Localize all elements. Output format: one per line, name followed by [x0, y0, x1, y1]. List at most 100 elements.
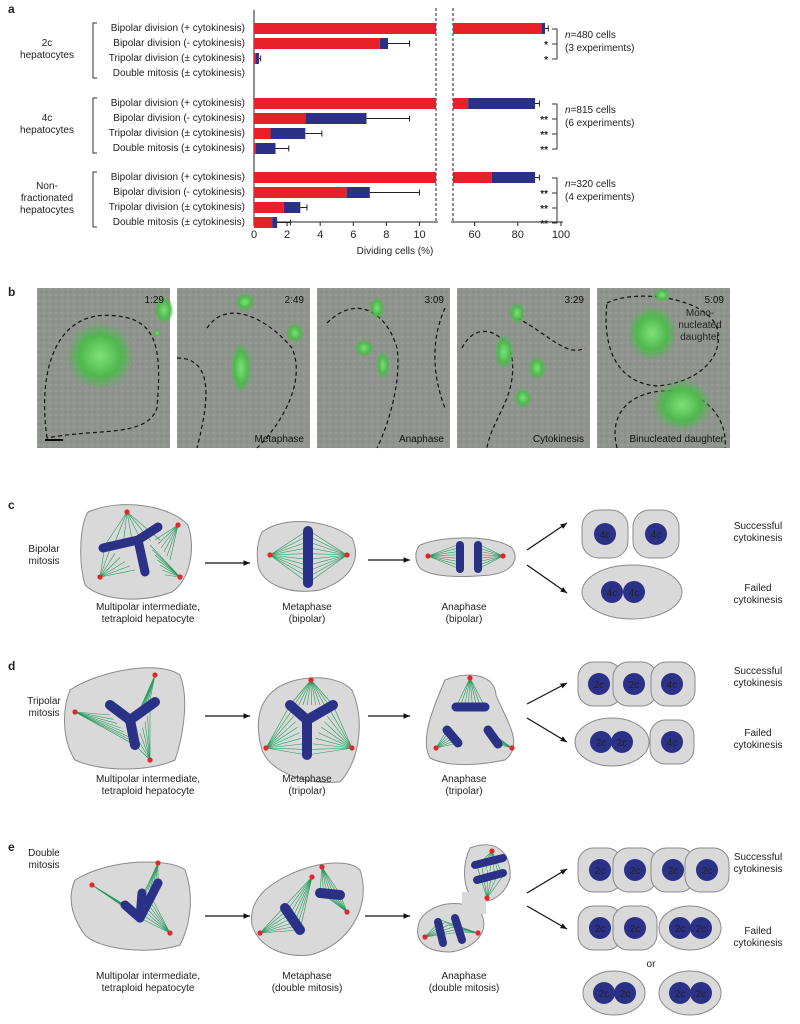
- spindle-fiber: [310, 679, 325, 706]
- spindle-fiber: [326, 715, 353, 749]
- ploidy-label: 4c: [607, 588, 618, 599]
- bar-segment: [453, 98, 469, 109]
- spindle-fiber: [321, 866, 341, 895]
- row-label: Bipolar division (- cytokinesis): [113, 38, 245, 49]
- bar-segment: [254, 113, 306, 124]
- x-tick-label: 0: [251, 229, 257, 241]
- spindle-fiber: [309, 747, 353, 750]
- spindle-fiber: [259, 929, 301, 934]
- spindle-pole: [175, 522, 181, 528]
- frame-caption: Anaphase: [399, 434, 444, 445]
- chromosome-bar: [98, 535, 143, 553]
- ploidy-label: 2c: [630, 866, 641, 877]
- spindle-fiber: [269, 554, 309, 584]
- nucleus: [696, 859, 718, 881]
- gfp-nucleus: [235, 293, 255, 311]
- spindle-fiber: [307, 541, 348, 556]
- nucleus: [623, 673, 645, 695]
- bar-segment: [270, 128, 306, 139]
- spindle-fiber: [99, 553, 116, 578]
- row-label: Bipolar division (- cytokinesis): [113, 187, 245, 198]
- spindle-fiber: [321, 866, 331, 894]
- gfp-nucleus: [653, 288, 671, 302]
- spindle-fiber: [455, 677, 471, 708]
- spindle-fiber: [259, 917, 293, 934]
- stage-caption: Multipolar intermediate,tetraploid hepat…: [96, 774, 200, 797]
- sig-bracket: [552, 177, 558, 224]
- spindle-pole: [155, 860, 161, 866]
- chromosome-bar: [483, 725, 503, 749]
- arrow-shaft: [526, 905, 568, 930]
- spindle-fiber: [259, 921, 296, 934]
- x-tick-label: 4: [317, 229, 323, 241]
- nucleus: [662, 859, 684, 881]
- arrow-head: [560, 587, 567, 593]
- spindle-fiber: [427, 554, 461, 557]
- spindle-fiber: [307, 529, 348, 556]
- chromosome-bar: [135, 878, 163, 923]
- spindle-fiber: [265, 710, 293, 749]
- nucleus: [611, 731, 633, 753]
- gfp-nucleus: [154, 296, 174, 324]
- spindle-fiber: [157, 524, 179, 545]
- gfp-nucleus: [369, 297, 385, 319]
- significance-stars: **: [540, 204, 548, 215]
- ploidy-label: 2c: [675, 924, 686, 935]
- spindle-fiber: [269, 554, 309, 560]
- spindle-fiber: [477, 550, 504, 557]
- ploidy-label: 2c: [696, 989, 707, 1000]
- arrow-head: [560, 523, 567, 529]
- group-bracket: [92, 22, 97, 79]
- ploidy-label: 4c: [667, 680, 678, 691]
- spindle-pole: [257, 930, 263, 936]
- nucleus: [669, 917, 691, 939]
- spindle-fiber: [468, 677, 471, 708]
- spindle-pole: [344, 552, 350, 558]
- x-tick-label: 8: [383, 229, 389, 241]
- spindle-fiber: [321, 726, 353, 749]
- x-tick-label: 2: [284, 229, 290, 241]
- bar-segment: [255, 143, 276, 154]
- timestamp: 3:29: [565, 295, 585, 306]
- spindle-pole: [433, 745, 439, 751]
- spindle-fiber: [74, 711, 136, 746]
- spindle-fiber: [99, 549, 111, 578]
- spindle-fiber: [307, 535, 348, 556]
- row-label: Tripolar division (± cytokinesis): [109, 202, 245, 213]
- panel-d-letter: d: [8, 659, 15, 673]
- n-annotation: n=815 cells: [565, 105, 616, 116]
- spindle-fiber: [144, 906, 171, 934]
- panel-b-letter: b: [8, 285, 15, 299]
- micrograph-frame: 1:29: [37, 288, 174, 448]
- gfp-nucleus: [66, 322, 134, 390]
- spindle-pole: [152, 672, 158, 678]
- cell: [425, 674, 515, 766]
- spindle-fiber: [329, 710, 353, 749]
- timestamp: 5:09: [705, 295, 725, 306]
- bar-segment: [255, 53, 259, 64]
- spindle-fiber: [146, 902, 171, 934]
- spindle-pole: [72, 709, 78, 715]
- gfp-nucleus: [230, 342, 252, 394]
- ploidy-label: 2c: [599, 989, 610, 1000]
- ploidy-label: 2c: [596, 738, 607, 749]
- spindle-fiber: [99, 557, 121, 578]
- bar-segment: [379, 38, 389, 49]
- spindle-fiber: [144, 721, 151, 761]
- spindle-fiber: [477, 554, 504, 557]
- gfp-nucleus: [514, 388, 532, 408]
- chromosome-bar: [302, 700, 338, 725]
- gfp-nucleus: [528, 356, 546, 380]
- bar-segment: [254, 23, 436, 34]
- group-bracket: [92, 171, 97, 228]
- nucleus: [594, 523, 616, 545]
- spindle-fiber: [321, 866, 327, 893]
- bar-segment: [254, 143, 256, 154]
